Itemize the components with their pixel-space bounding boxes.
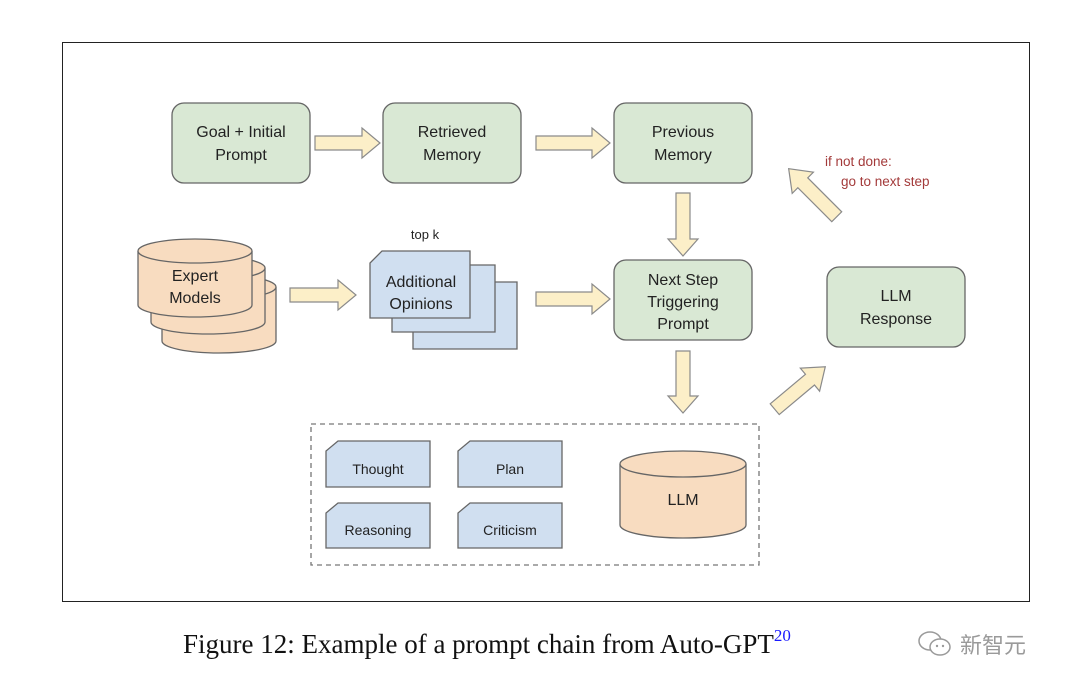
- llm-output-group: [310, 423, 760, 566]
- figure-frame: [62, 42, 1030, 602]
- watermark: 新智元: [916, 628, 1026, 660]
- node-next-line1: Next Step: [648, 272, 718, 289]
- node-next-line3: Prompt: [657, 316, 709, 333]
- node-llm-database: LLM: [619, 450, 747, 539]
- top-k-annotation: top k: [411, 227, 440, 242]
- arrow-expert-to-opinions: [289, 278, 357, 312]
- doc-plan: Plan: [457, 440, 563, 488]
- node-previous-line2: Memory: [654, 147, 712, 164]
- node-goal-line2: Prompt: [215, 147, 267, 164]
- node-previous-memory: Previous Memory: [613, 102, 753, 184]
- node-goal-line1: Goal + Initial: [196, 124, 285, 141]
- loop-note-line1: if not done:: [825, 154, 892, 169]
- node-llm-label: LLM: [667, 492, 698, 509]
- arrow-group-to-llm-response: [769, 366, 827, 416]
- node-next-line2: Triggering: [647, 294, 718, 311]
- node-additional-opinions: Additional Opinions: [369, 250, 518, 350]
- node-retrieved-memory: Retrieved Memory: [382, 102, 522, 184]
- arrow-goal-to-retrieved: [314, 126, 381, 160]
- doc-reasoning-label: Reasoning: [345, 522, 412, 538]
- loop-note-line2: go to next step: [841, 174, 930, 189]
- caption-citation-link[interactable]: 20: [773, 626, 791, 645]
- node-goal-initial-prompt: Goal + Initial Prompt: [171, 102, 311, 184]
- node-opinions-line2: Opinions: [389, 296, 452, 313]
- node-retrieved-line1: Retrieved: [418, 124, 486, 141]
- arrow-retrieved-to-previous: [535, 126, 611, 160]
- arrow-loop-back-to-previous: [787, 167, 843, 223]
- node-previous-line1: Previous: [652, 124, 714, 141]
- node-llm-response-line1: LLM: [880, 288, 911, 305]
- wechat-icon: [918, 631, 951, 656]
- node-expert-line1: Expert: [172, 268, 219, 285]
- doc-plan-label: Plan: [496, 461, 524, 477]
- node-opinions-line1: Additional: [386, 274, 456, 291]
- figure-caption: Figure 12: Example of a prompt chain fro…: [183, 626, 791, 660]
- node-retrieved-line2: Memory: [423, 147, 481, 164]
- node-expert-line2: Models: [169, 290, 221, 307]
- arrow-opinions-to-next-step: [535, 282, 611, 316]
- node-expert-models: Expert Models: [137, 238, 277, 354]
- watermark-text: 新智元: [960, 634, 1027, 659]
- arrow-next-step-to-group: [666, 350, 700, 414]
- doc-thought: Thought: [325, 440, 431, 488]
- node-llm-response: LLM Response: [826, 266, 966, 348]
- node-llm-response-line2: Response: [860, 311, 932, 328]
- arrow-previous-to-next-step: [666, 192, 700, 257]
- caption-text: Figure 12: Example of a prompt chain fro…: [183, 629, 774, 659]
- doc-criticism-label: Criticism: [483, 522, 537, 538]
- node-next-step-triggering-prompt: Next Step Triggering Prompt: [613, 259, 753, 341]
- doc-criticism: Criticism: [457, 502, 563, 549]
- doc-reasoning: Reasoning: [325, 502, 431, 549]
- doc-thought-label: Thought: [352, 461, 403, 477]
